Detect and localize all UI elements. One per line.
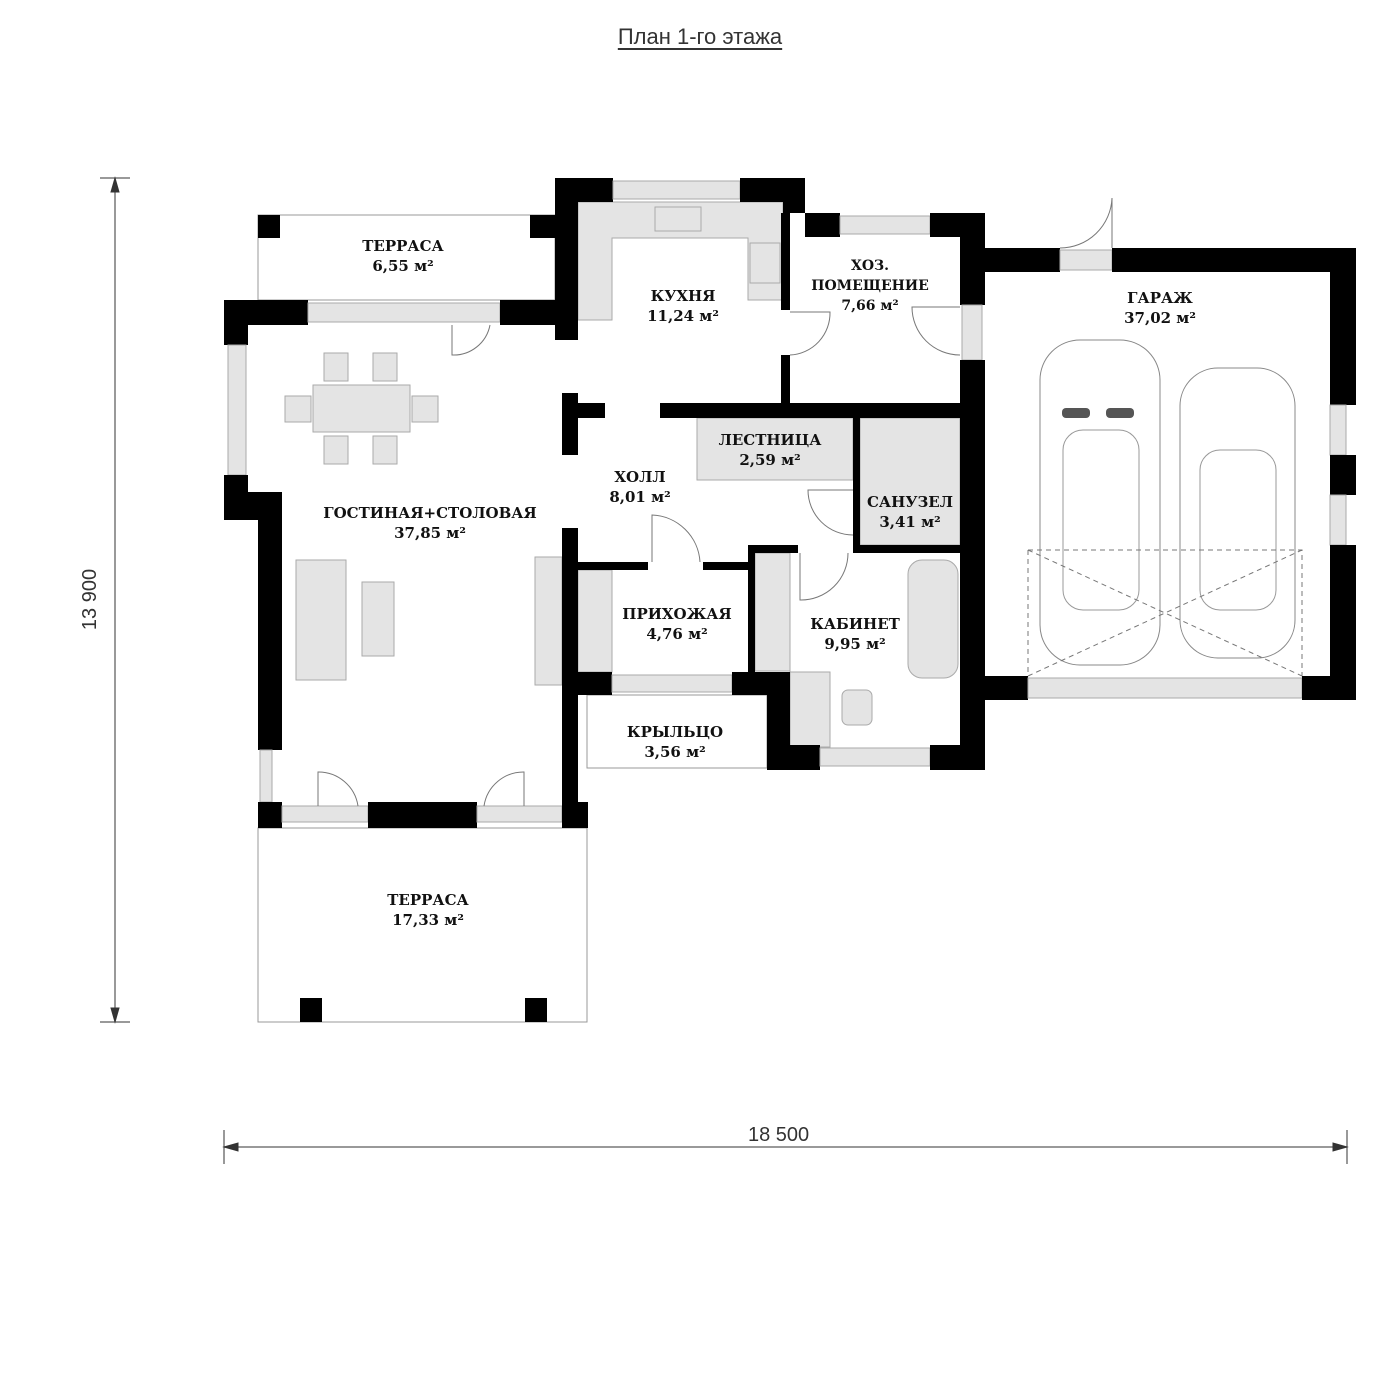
room-name: САНУЗЕЛ — [866, 493, 954, 511]
room-label-terrace-top: ТЕРРАСА 6,55 м² — [362, 236, 444, 276]
plan-title: План 1-го этажа — [0, 24, 1400, 50]
room-name: КАБИНЕТ — [810, 615, 900, 633]
room-name: ХОЗ. — [850, 258, 890, 274]
room-name: ХОЛЛ — [614, 468, 666, 486]
room-area: 6,55 м² — [372, 257, 434, 275]
room-label-utility: ХОЗ. ПОМЕЩЕНИЕ 7,66 м² — [811, 256, 928, 316]
room-area: 3,56 м² — [644, 743, 706, 761]
dimension-width: 18 500 — [748, 1124, 810, 1146]
room-name: КУХНЯ — [650, 287, 716, 305]
room-label-stairs: ЛЕСТНИЦА 2,59 м² — [719, 430, 822, 470]
room-area: 2,59 м² — [739, 451, 801, 469]
furniture — [284, 201, 1303, 748]
room-name: ЛЕСТНИЦА — [718, 431, 822, 449]
room-area: 11,24 м² — [647, 307, 719, 325]
room-label-terrace-bottom: ТЕРРАСА 17,33 м² — [387, 890, 469, 930]
room-name: ПРИХОЖАЯ — [622, 605, 732, 623]
room-area: 7,66 м² — [841, 298, 899, 314]
room-label-living-dining: ГОСТИНАЯ+СТОЛОВАЯ 37,85 м² — [323, 503, 537, 543]
room-name: КРЫЛЬЦО — [626, 723, 724, 741]
room-area: 9,95 м² — [824, 635, 886, 653]
walls — [224, 178, 1356, 828]
room-label-study: КАБИНЕТ 9,95 м² — [810, 614, 900, 654]
room-name: ТЕРРАСА — [387, 891, 469, 909]
plan-title-text: План 1-го этажа — [617, 24, 783, 49]
room-label-entrance-hall: ПРИХОЖАЯ 4,76 м² — [622, 604, 731, 644]
room-area: 37,85 м² — [394, 524, 466, 542]
room-label-kitchen: КУХНЯ 11,24 м² — [647, 286, 719, 326]
dimension-lines — [100, 176, 1349, 1164]
room-label-hall: ХОЛЛ 8,01 м² — [609, 467, 670, 507]
room-area: 4,76 м² — [646, 625, 708, 643]
room-area: 17,33 м² — [392, 911, 464, 929]
room-area: 8,01 м² — [609, 488, 671, 506]
room-label-porch: КРЫЛЬЦО 3,56 м² — [627, 722, 723, 762]
dimension-height: 13 900 — [79, 568, 102, 631]
room-name-line2: ПОМЕЩЕНИЕ — [811, 278, 929, 294]
doors — [317, 197, 1113, 807]
room-name: ГОСТИНАЯ+СТОЛОВАЯ — [323, 504, 537, 522]
room-area: 3,41 м² — [879, 513, 941, 531]
room-label-garage: ГАРАЖ 37,02 м² — [1124, 288, 1196, 328]
room-name: ТЕРРАСА — [362, 237, 444, 255]
room-name: ГАРАЖ — [1127, 289, 1193, 307]
room-label-bathroom: САНУЗЕЛ 3,41 м² — [867, 492, 953, 532]
room-area: 37,02 м² — [1124, 309, 1196, 327]
